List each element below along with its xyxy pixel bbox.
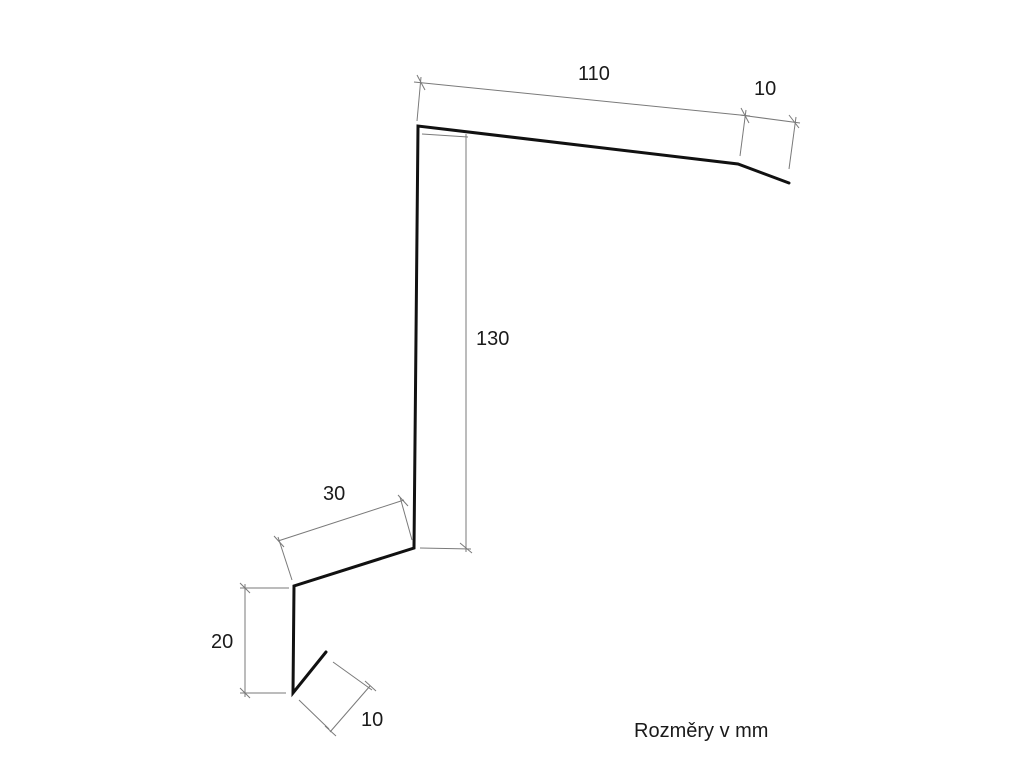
dimension-top-lip: 10 (739, 78, 801, 170)
dimension-label-top-width: 110 (578, 63, 610, 85)
dimension-label-drip-height: 20 (211, 631, 233, 653)
dimension-drip-height: 20 (211, 582, 289, 699)
dimension-top-width: 110 (413, 63, 751, 157)
dimension-label-top-lip: 10 (754, 78, 776, 100)
dimension-bottom-hook: 10 (298, 661, 383, 737)
units-note: Rozměry v mm (634, 720, 769, 742)
dimension-label-bottom-hook: 10 (361, 709, 383, 731)
flashing-profile (291, 124, 791, 698)
dimension-label-lower-slope: 30 (323, 483, 345, 505)
dimension-height: 130 (419, 133, 509, 554)
dimension-lower-slope: 30 (273, 483, 413, 581)
dimension-label-height: 130 (476, 328, 509, 350)
